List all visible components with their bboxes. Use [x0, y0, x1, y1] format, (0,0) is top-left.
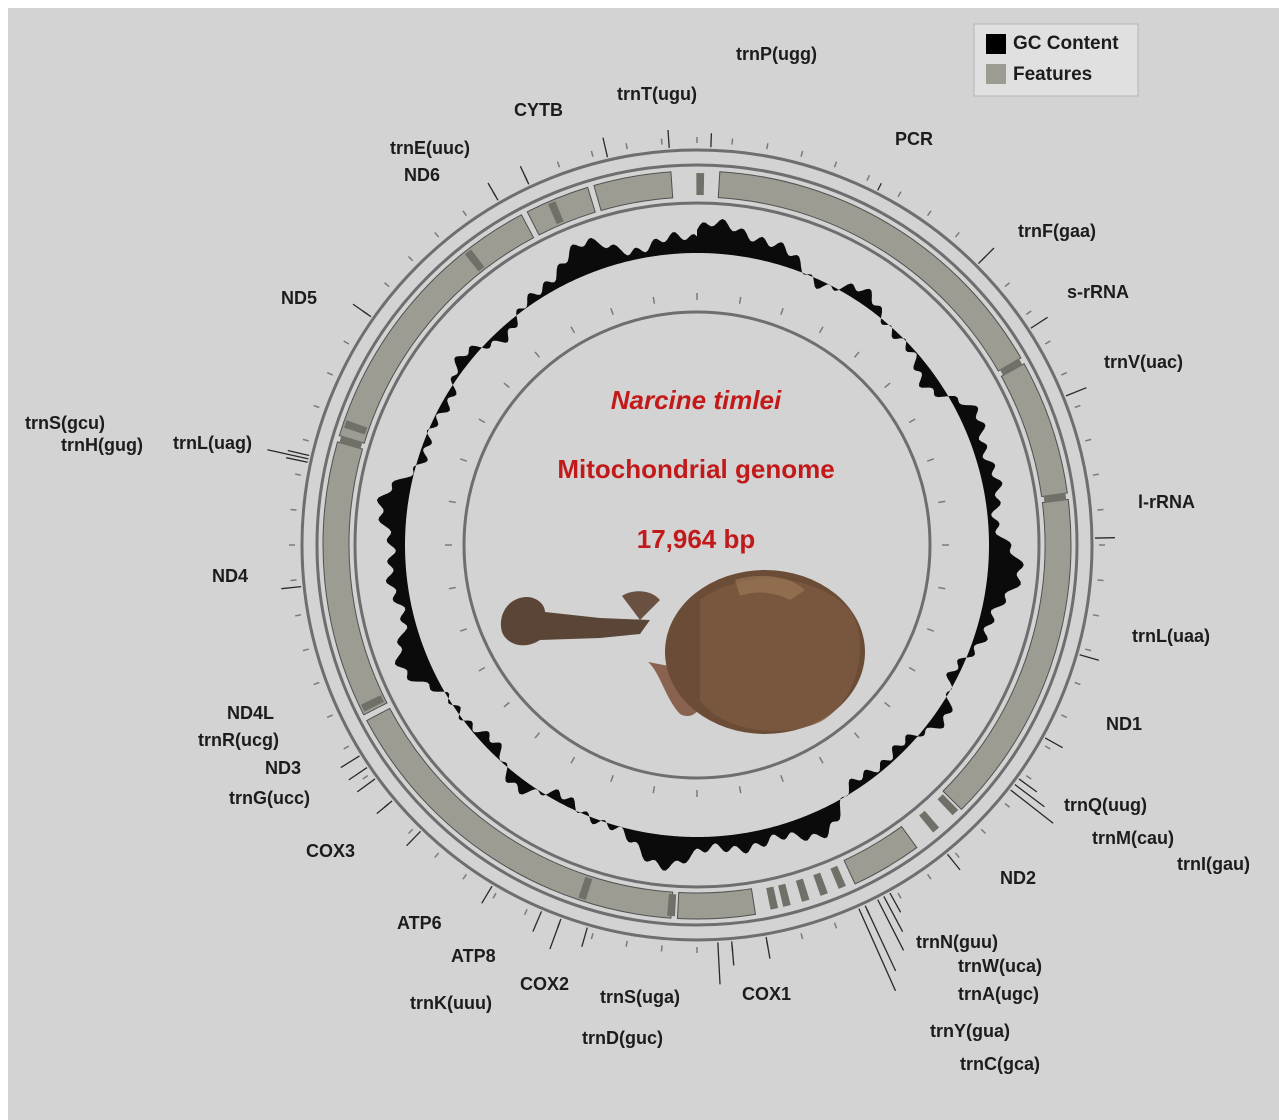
gene-label-trnm-cau: trnM(cau) — [1092, 828, 1174, 848]
gene-label-nd4l: ND4L — [227, 703, 274, 723]
gene-label-pcr: PCR — [895, 129, 933, 149]
gene-label-trny-gua: trnY(gua) — [930, 1021, 1010, 1041]
gene-label-trnw-uca: trnW(uca) — [958, 956, 1042, 976]
gene-label-cytb: CYTB — [514, 100, 563, 120]
gene-label-atp6: ATP6 — [397, 913, 442, 933]
species-name: Narcine timlei — [611, 385, 782, 415]
gene-label-trnt-ugu: trnT(ugu) — [617, 84, 697, 104]
gene-label-trns-uga: trnS(uga) — [600, 987, 680, 1007]
outer-scale-tick — [1097, 509, 1103, 510]
outer-scale-tick — [295, 615, 301, 616]
gene-label-l-rrna: l-rRNA — [1138, 492, 1195, 512]
gene-label-atp8: ATP8 — [451, 946, 496, 966]
gene-label-trnk-uuu: trnK(uuu) — [410, 993, 492, 1013]
legend: GC Content Features — [974, 24, 1138, 96]
gene-label-trnr-ucg: trnR(ucg) — [198, 730, 279, 750]
feature-block — [677, 889, 755, 919]
gene-label-trnf-gaa: trnF(gaa) — [1018, 221, 1096, 241]
legend-features-swatch — [986, 64, 1006, 84]
gene-label-trnv-uac: trnV(uac) — [1104, 352, 1183, 372]
gene-label-nd2: ND2 — [1000, 868, 1036, 888]
gene-label-trnl-uaa: trnL(uaa) — [1132, 626, 1210, 646]
trna-mark — [696, 173, 704, 195]
legend-gc-label: GC Content — [1013, 33, 1119, 54]
outer-scale-tick — [1093, 615, 1099, 616]
gene-label-trna-ugc: trnA(ugc) — [958, 984, 1039, 1004]
gene-label-cox2: COX2 — [520, 974, 569, 994]
gene-label-trni-gau: trnI(gau) — [1177, 854, 1250, 874]
gene-label-trnd-guc: trnD(guc) — [582, 1028, 663, 1048]
gene-label-s-rrna: s-rRNA — [1067, 282, 1129, 302]
gene-label-trnl-uag: trnL(uag) — [173, 433, 252, 453]
outer-scale-tick — [1097, 580, 1103, 581]
outer-scale-tick — [661, 945, 662, 951]
legend-gc-swatch — [986, 34, 1006, 54]
ray-disc-shading — [700, 579, 860, 731]
outer-scale-tick — [626, 143, 627, 149]
outer-scale-tick — [291, 580, 297, 581]
outer-scale-tick — [732, 139, 733, 145]
gene-label-trnh-gug: trnH(gug) — [61, 435, 143, 455]
gene-label-trnn-guu: trnN(guu) — [916, 932, 998, 952]
gene-label-nd5: ND5 — [281, 288, 317, 308]
gene-label-trns-gcu: trnS(gcu) — [25, 413, 105, 433]
gene-label-nd4: ND4 — [212, 566, 248, 586]
gene-label-trne-uuc: trnE(uuc) — [390, 138, 470, 158]
gene-label-cox3: COX3 — [306, 841, 355, 861]
genome-title: Mitochondrial genome — [557, 454, 834, 484]
outer-scale-tick — [295, 474, 301, 475]
outer-scale-tick — [291, 509, 297, 510]
gene-label-trnq-uug: trnQ(uug) — [1064, 795, 1147, 815]
genome-length: 17,964 bp — [637, 524, 756, 554]
gene-label-nd6: ND6 — [404, 165, 440, 185]
gene-label-nd1: ND1 — [1106, 714, 1142, 734]
gene-label-nd3: ND3 — [265, 758, 301, 778]
outer-scale-tick — [767, 143, 768, 149]
gene-label-trnc-gca: trnC(gca) — [960, 1054, 1040, 1074]
outer-scale-tick — [661, 139, 662, 145]
gene-label-trnp-ugg: trnP(ugg) — [736, 44, 817, 64]
gene-label-trng-ucc: trnG(ucc) — [229, 788, 310, 808]
outer-scale-tick — [626, 941, 627, 947]
outer-scale-tick — [1093, 474, 1099, 475]
gene-label-cox1: COX1 — [742, 984, 791, 1004]
legend-features-label: Features — [1013, 64, 1092, 85]
